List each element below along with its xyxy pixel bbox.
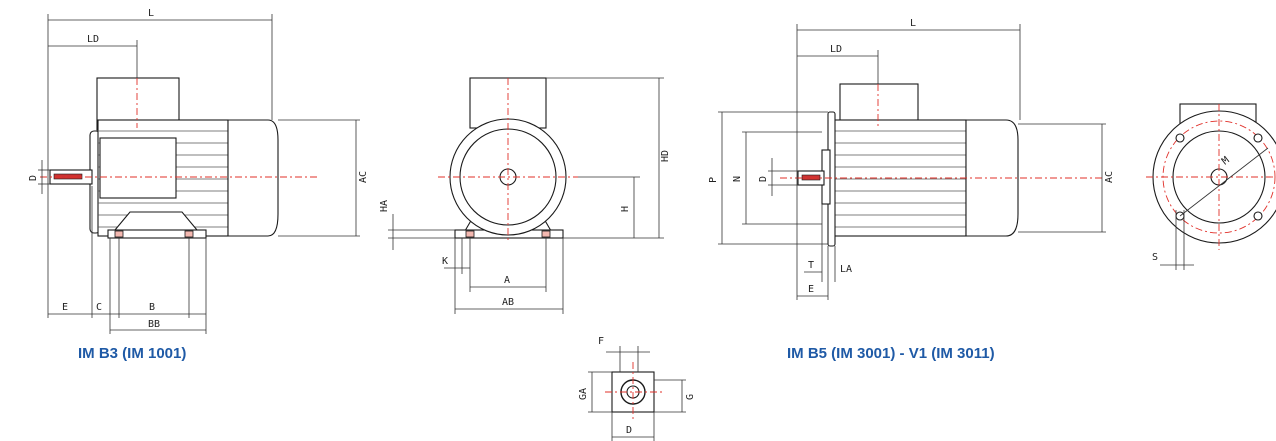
foot-base [107,229,207,239]
shaft-section-view: F GA G D [578,336,696,441]
dim-label-H: H [620,206,631,212]
fan-cover [227,119,279,237]
caption-im-b3: IM B3 (IM 1001) [78,345,187,362]
dim-label-D: D [28,175,39,181]
dim-label-BB: BB [148,319,160,330]
dim-label-A: A [504,275,510,286]
dim-label-E-b5: E [808,284,814,295]
flange-front-view: M S [1146,103,1276,270]
dim-label-S: S [1152,252,1158,263]
dim-label-C: C [96,302,102,313]
dim-label-AC-b5: AC [1104,171,1115,183]
dim-label-T: T [808,260,814,271]
dim-label-HA: HA [379,200,390,212]
b5-side-view: L LD AC P N D T LA E [708,18,1115,300]
dim-label-B: B [149,302,155,313]
dim-label-HD: HD [660,150,671,162]
dim-label-E: E [62,302,68,313]
dim-label-G: G [685,394,696,400]
dim-label-GA: GA [578,388,589,400]
dim-label-M: M [1220,155,1232,167]
dim-label-F: F [598,336,604,347]
b3-side-view: L LD AC D E C B BB [28,8,369,334]
caption-im-b5: IM B5 (IM 3001) - V1 (IM 3011) [787,345,995,362]
dim-label-AB: AB [502,297,514,308]
dim-label-N: N [732,176,743,182]
dim-label-K: K [442,256,448,267]
dim-label-L: L [148,8,154,19]
dim-label-LA: LA [840,264,852,275]
dim-label-L-b5: L [910,18,916,29]
dim-label-P: P [708,177,719,183]
b3-front-view: HD H HA K A AB [379,77,671,314]
dim-label-LD-b5: LD [830,44,842,55]
dim-label-LD: LD [87,34,99,45]
dim-label-D-b5: D [758,176,769,182]
dim-label-AC: AC [358,171,369,183]
terminal-plate [99,137,177,199]
dim-label-D2: D [626,425,632,436]
